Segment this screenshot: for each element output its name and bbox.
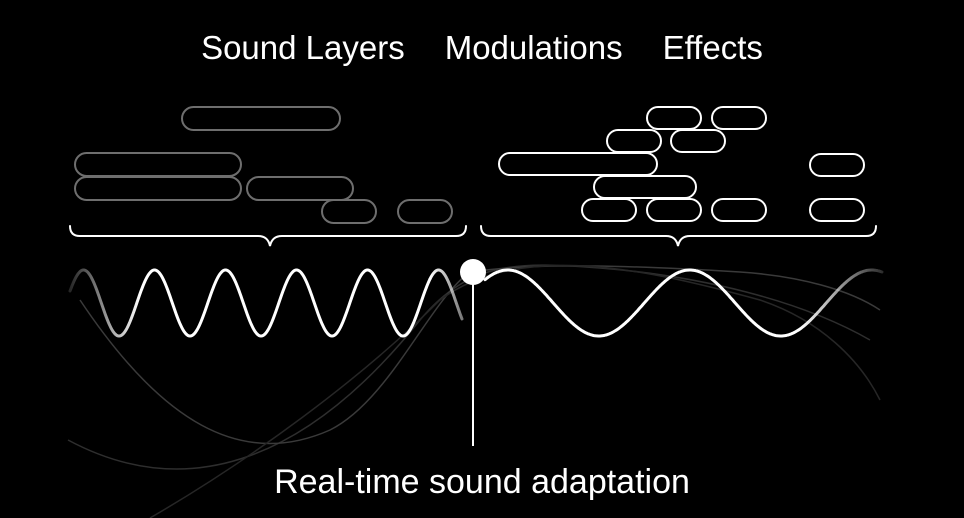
waveform-high-frequency-tail [428, 268, 464, 321]
mod-pill [646, 106, 702, 130]
left-brace [69, 225, 467, 247]
mod-pill [711, 106, 767, 130]
waveform-low-frequency [483, 268, 884, 338]
waveform-high-frequency [68, 268, 432, 338]
group-braces [69, 225, 877, 247]
mod-pill [670, 129, 726, 153]
layer-pill [74, 152, 242, 177]
header-labels: Sound Layers Modulations Effects [0, 28, 964, 68]
layer-pill [397, 199, 453, 224]
label-sound-layers: Sound Layers [201, 29, 405, 66]
faint-curve [79, 265, 881, 445]
right-brace [480, 225, 877, 247]
effect-pill [809, 153, 865, 177]
mod-pill [606, 129, 662, 153]
adaptation-point [460, 259, 486, 285]
mod-pill [581, 198, 637, 222]
mod-pill [498, 152, 658, 176]
layer-pill [246, 176, 354, 201]
layer-pill [74, 176, 242, 201]
effect-pill [809, 198, 865, 222]
modulation-effect-blocks [498, 106, 865, 222]
waveforms [68, 268, 884, 338]
mod-pill [646, 198, 702, 222]
label-effects: Effects [662, 29, 763, 66]
mod-pill [711, 198, 767, 222]
faint-curve [67, 264, 871, 470]
layer-pill [181, 106, 341, 131]
sound-layers-blocks [74, 106, 453, 224]
caption: Real-time sound adaptation [274, 463, 690, 501]
layer-pill [321, 199, 377, 224]
mod-pill [593, 175, 697, 199]
faint-curve [149, 264, 881, 518]
label-modulations: Modulations [444, 29, 623, 66]
